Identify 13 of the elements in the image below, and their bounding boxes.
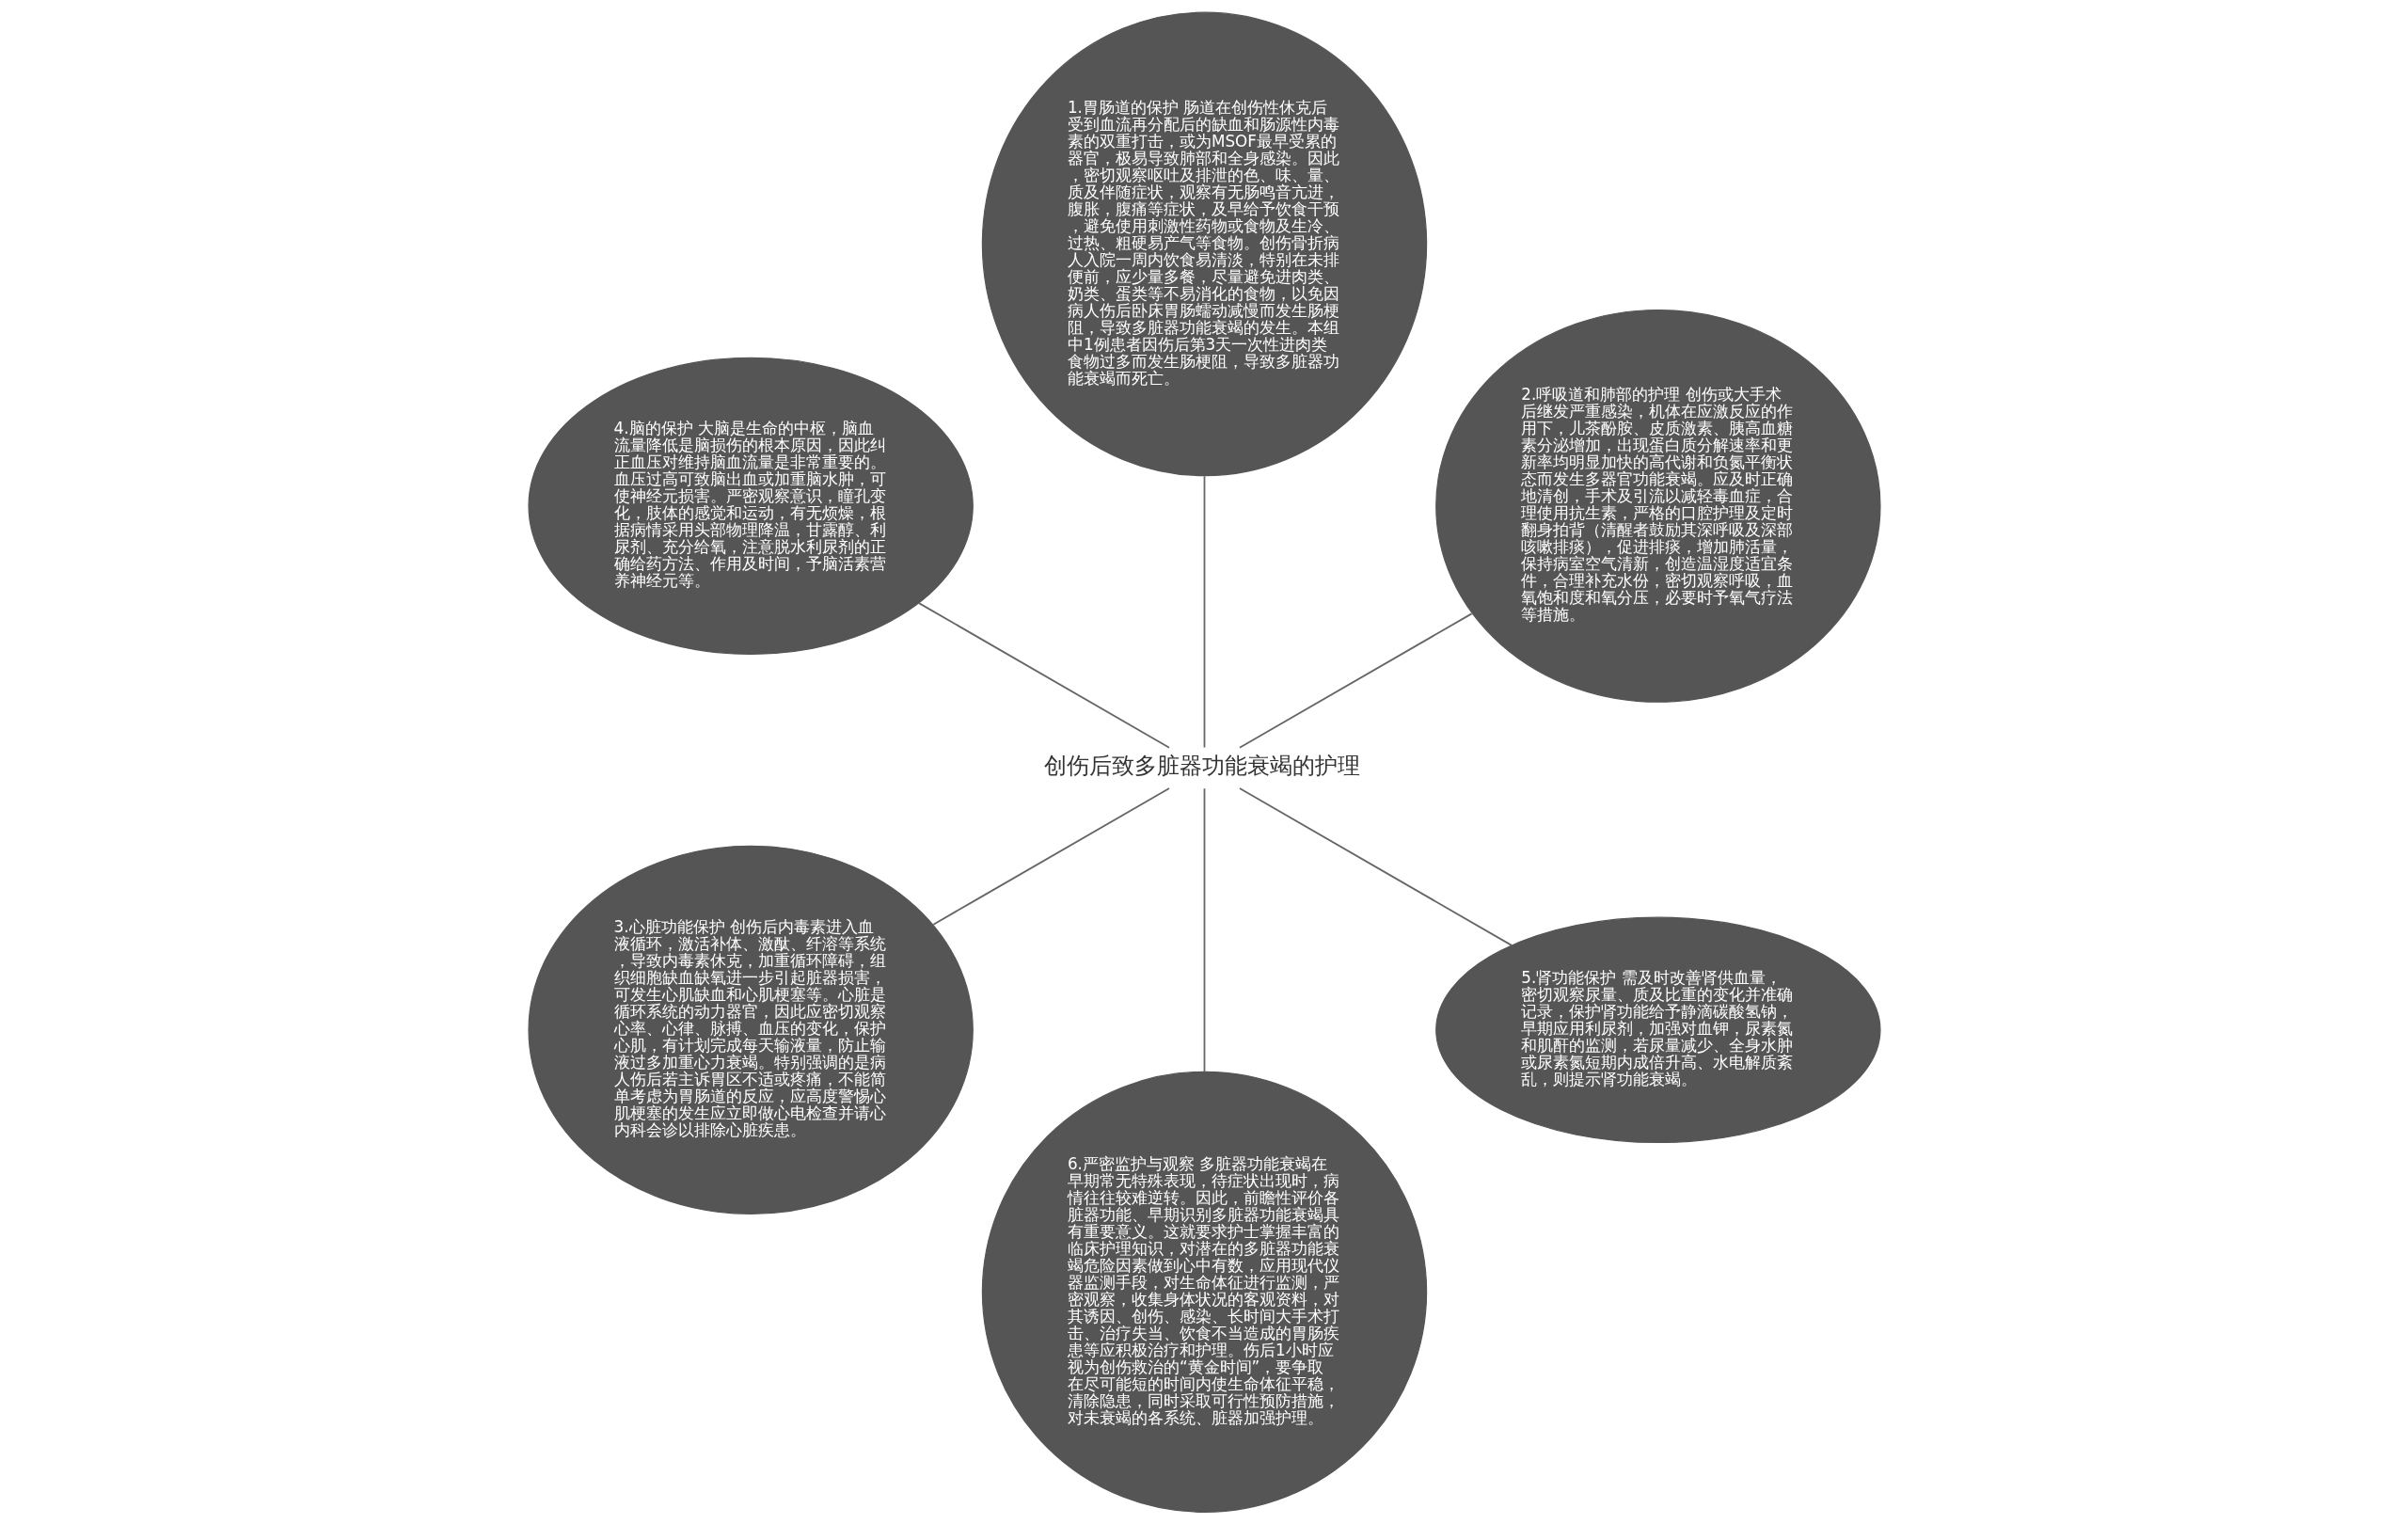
node-circle: 6.严密监护与观察 多脏器功能衰竭在早期常无特殊表现，待症状出现时，病情往往较难逆转。因此，前瞻性评价各脏器功能、早期识别多脏器功能衰竭具有重要意义。这就要求护士掌握丰富的临床护理知识，对潜在的多脏器功能衰竭危险因素做到心中有数，应用现代仪器监测手段，对生命体征进行监测，严密观察，收集身体状况的客观资料，对其诱因、创伤、感染、长时间大手术打击、治疗失当、饮食不当造成的胃肠疾患等应积极治疗和护理。伤后1小时应视为创伤救治的“黄金时间”，要争取在尽可能短的时间内使生命体征平稳，清除隐患，同时采取可行性预防措施，对未衰竭的各系统、脏器加强护理。 xyxy=(981,1071,1427,1513)
connector xyxy=(1238,787,1513,946)
node-ellipse: 3.心脏功能保护 创伤后内毒素进入血液循环，激活补体、激酞、纤溶等系统，导致内毒素休克，加重循环障碍，组织细胞缺血缺氧进一步引起脏器损害，可发生心肌缺血和心肌梗塞等。心脏是循环系统的动力器官，因此应密切观察心率、心律、脉搏、血压的变化，保护心肌，有计划完成每天输液量，防止输液过多加重心力衰竭。特别强调的是病人伤后若主诉胃区不适或疼痛，不能简单考虑为胃肠道的反应，应高度警惕心肌梗塞的发生应立即做心电检查并请心内科会诊以排除心脏疾患。 xyxy=(527,845,974,1214)
connector xyxy=(1203,475,1205,749)
node-ellipse: 5.肾功能保护 需及时改善肾供血量，密切观察尿量、质及比重的变化并准确记录，保护肾功能给予静滴碳酸氢钠，早期应用利尿剂，加强对血钾，尿素氮和肌酐的监测，若尿量减少、全身水肿或尿素氮短期内成倍升高、水电解质紊乱，则提示肾功能衰竭。 xyxy=(1434,916,1881,1144)
node-circle: 1.胃肠道的保护 肠道在创伤性休克后受到血流再分配后的缺血和肠源性内毒素的双重打击，或为MSOF最早受累的器官，极易导致肺部和全身感染。因此，密切观察呕吐及排泄的色、味、量、质及伴随症状，观察有无肠鸣音亢进，腹胀，腹痛等症状，及早给予饮食干预，避免使用刺激性药物或食物及生冷、过热、粗硬易产气等食物。创伤骨折病人入院一周内饮食易清淡，特别在未排便前，应少量多餐，尽量避免进肉类、奶类、蛋类等不易消化的食物，以免因病人伤后卧床胃肠蠕动减慢而发生肠梗阻，导致多脏器功能衰竭的发生。本组中1例患者因伤后第3天一次性进肉类食物过多而发生肠梗阻，导致多脏器功能衰竭而死亡。 xyxy=(981,11,1427,477)
connector xyxy=(1203,787,1205,1073)
connector xyxy=(932,787,1170,926)
connector xyxy=(1238,612,1472,749)
node-ellipse: 4.脑的保护 大脑是生命的中枢，脑血流量降低是脑损伤的根本原因，因此纠正血压对维持脑血流量是非常重要的。血压过高可致脑出血或加重脑水肿，可使神经元损害。严密观察意识，瞳孔变化，肢体的感觉和运动，有无烦燥，根据病情采用头部物理降温，甘露醇、利尿剂、充分给氧，注意脱水利尿剂的正确给药方法、作用及时间，予脑活素营养神经元等。 xyxy=(527,357,974,656)
connector xyxy=(917,602,1170,749)
node-ellipse: 2.呼吸道和肺部的护理 创伤或大手术后继发严重感染，机体在应激反应的作用下，儿茶酚胺、皮质激素、胰高血糖素分泌增加，出现蛋白质分解速率和更新率均明显加快的高代谢和负氮平衡状态而发生多器官功能衰竭。应及时正确地清创，手术及引流以减轻毒血症，合理使用抗生素，严格的口腔护理及定时翻身拍背（清醒者鼓励其深呼吸及深部咳嗽排痰），促进排痰，增加肺活量，保持病室空气清新，创造温湿度适宜条件，合理补充水份，密切观察呼吸，血氧饱和度和氧分压，必要时予氧气疗法等措施。 xyxy=(1434,309,1881,703)
node-text: 创伤后致多脏器功能衰竭的护理 xyxy=(1043,753,1360,780)
